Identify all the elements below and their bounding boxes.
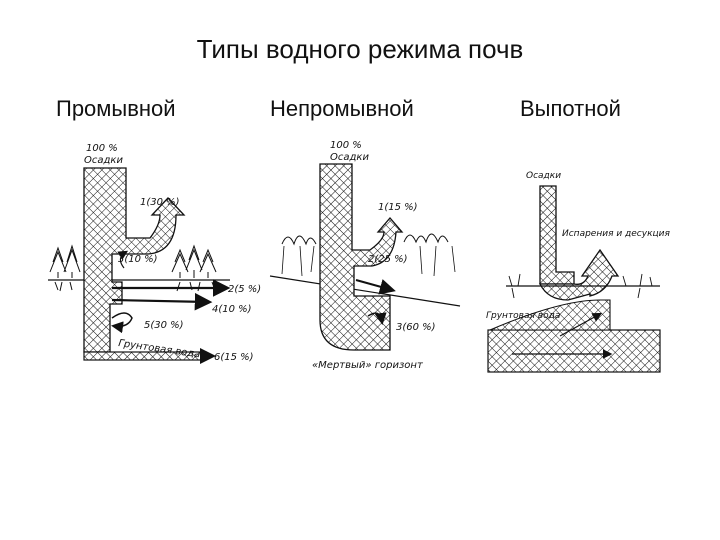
label-precip: Осадки	[526, 171, 561, 181]
tree-icon	[49, 244, 217, 278]
heading-non-flushing: Непромывной	[270, 96, 414, 121]
diagram-exudative: Осадки Испарения и десукция Грунтовая во…	[486, 171, 670, 373]
label-ground-water: Грунтовая вода	[486, 311, 560, 321]
heading-exudative: Выпотной	[520, 96, 621, 121]
label-3: 3(60 %)	[396, 322, 436, 333]
label-4: 4(10 %)	[212, 304, 252, 315]
label-top-pct: 100 %	[330, 140, 362, 151]
label-top-pct: 100 %	[86, 143, 118, 154]
slide-title: Типы водного режима почв	[196, 34, 524, 64]
label-2: 2(25 %)	[368, 254, 408, 265]
label-dead-horizon: «Мертвый» горизонт	[312, 360, 424, 371]
label-3: 3(10 %)	[118, 254, 158, 265]
heading-flushing: Промывной	[56, 96, 176, 121]
label-evaporation: Испарения и десукция	[562, 229, 670, 239]
label-6: 6(15 %)	[214, 352, 254, 363]
label-1: 1(15 %)	[378, 202, 418, 213]
label-5: 5(30 %)	[144, 320, 184, 331]
diagram-non-flushing: 100 % Осадки 1(15 %) 2(25 %) 3(60 %) «Ме…	[269, 140, 461, 371]
label-1: 1(30 %)	[140, 197, 180, 208]
label-precip: Осадки	[330, 152, 369, 163]
label-precip: Осадки	[84, 155, 123, 166]
label-2: 2(5 %)	[228, 284, 261, 295]
diagram-flushing: 100 % Осадки 1(30 %) 3(10 %) 2(5 %) 4(10…	[48, 143, 261, 364]
